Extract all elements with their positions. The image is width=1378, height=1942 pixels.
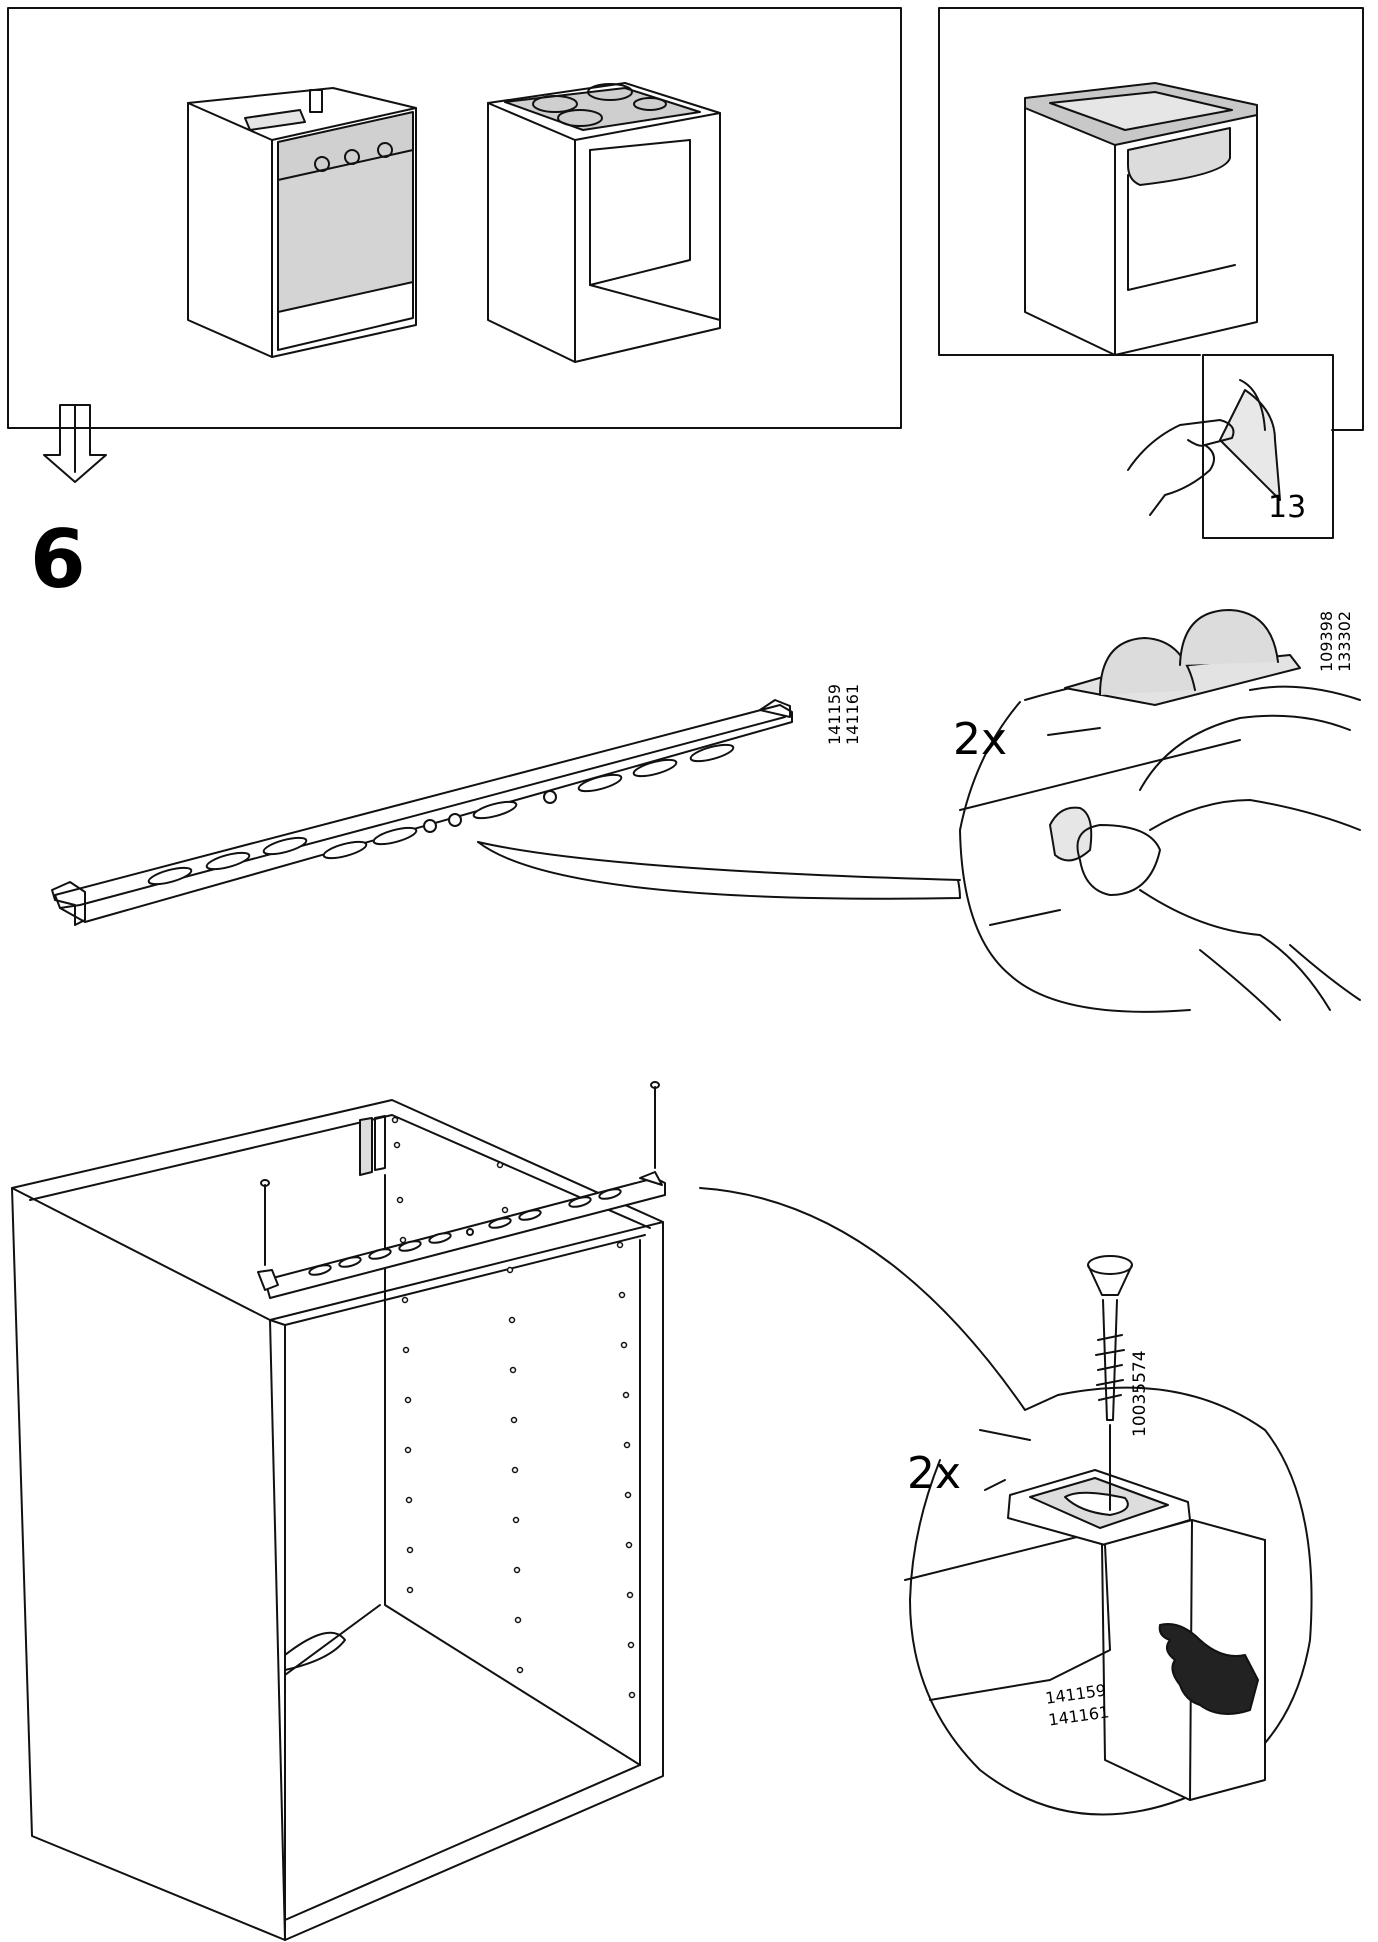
pad-part-codes: 109398 133302 [1317,610,1354,672]
page-turn-hand-icon [1127,354,1334,539]
arrow-down-icon [43,404,107,483]
oven-cabinet-drawing [187,87,417,358]
wood-screw [1087,1255,1133,1511]
cabinet-screw-right [650,1081,660,1169]
step-number: 6 [30,513,86,606]
rail-code-1: 141159 [825,683,844,745]
rail-code-2: 141161 [842,683,862,745]
base-cabinet-drawing [11,1081,666,1941]
rail-part-codes: 141159 141161 [825,683,862,745]
cabinet-screw-left [260,1179,270,1266]
cooktop-cabinet-drawing [487,82,721,363]
see-page-number: 13 [1268,490,1307,525]
sink-option-panel [938,7,1364,431]
detail-rail-codes: 141159 141161 [1044,1679,1110,1730]
screw-detail [904,1255,1313,1816]
screw-quantity: 2x [907,1448,962,1499]
rail-part-drawing [51,699,793,926]
pad-callout-line [477,841,961,900]
pad-quantity: 2x [953,714,1008,765]
sink-cabinet-drawing [1024,82,1258,356]
screw-part-code: 10035574 [1130,1350,1150,1437]
appliance-options-panel [7,7,902,429]
pointing-hand-icon [1158,1623,1259,1715]
screw-callout-line [699,1187,1059,1411]
pad-code-2: 133302 [1334,610,1354,672]
pad-code-1: 109398 [1317,610,1336,672]
pad-detail [959,609,1361,1021]
